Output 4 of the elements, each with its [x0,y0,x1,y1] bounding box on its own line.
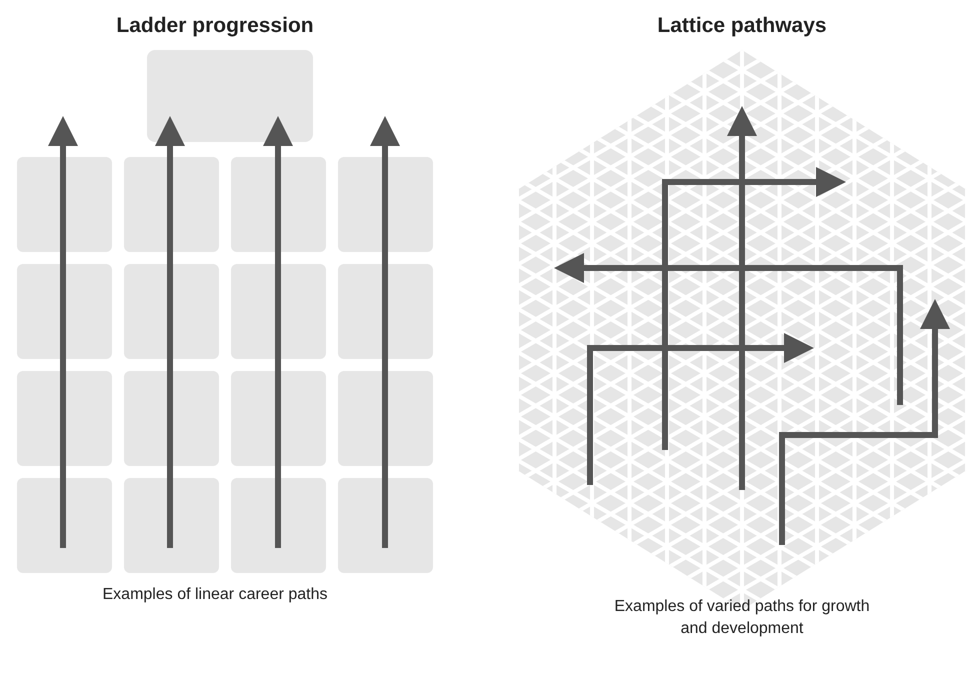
caption: Examples of varied paths for growth and development [613,597,871,639]
caption: Examples of linear career paths [102,585,328,605]
heading: Lattice pathways [656,14,828,38]
heading: Ladder progression [115,14,315,38]
